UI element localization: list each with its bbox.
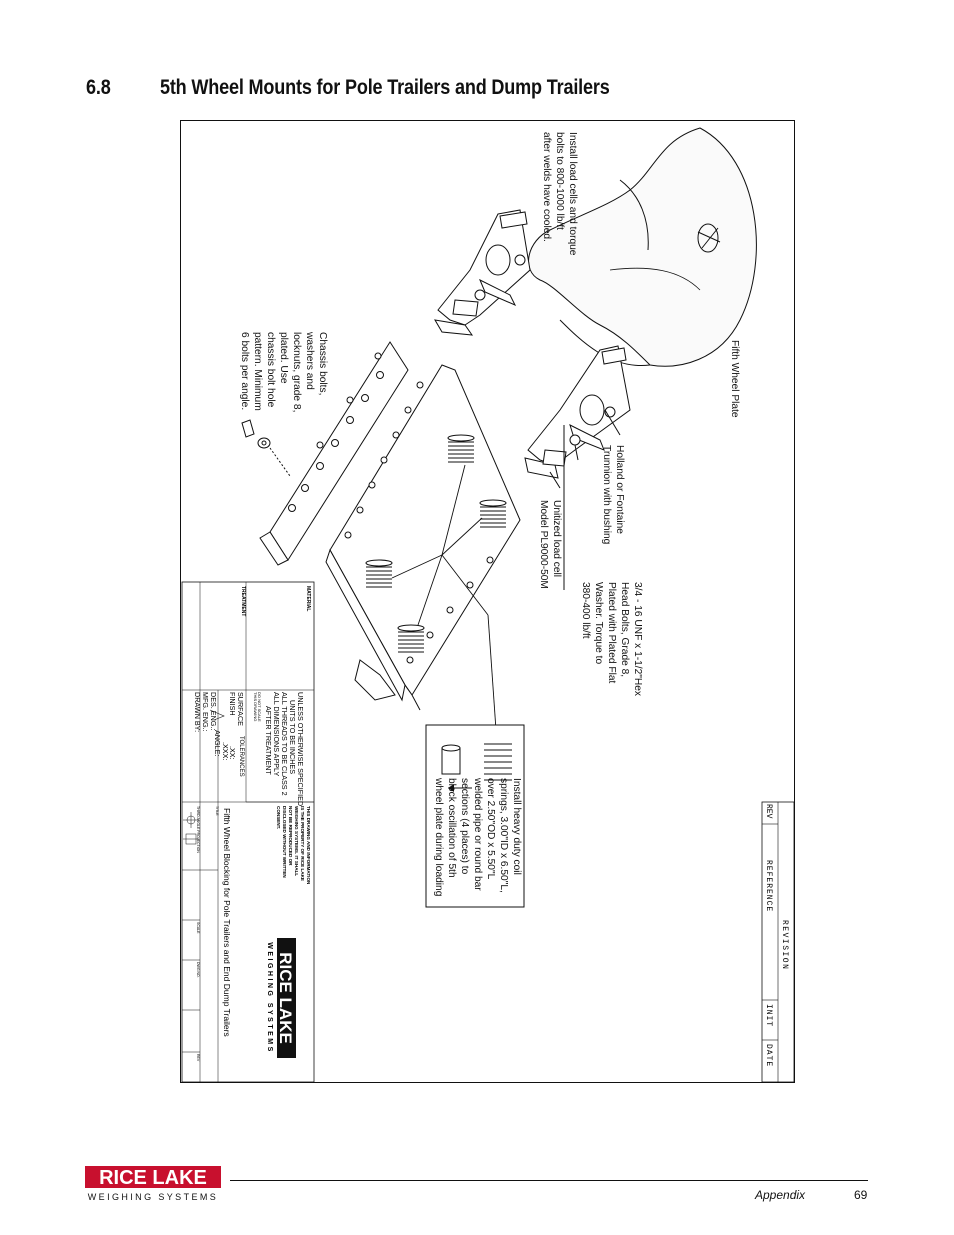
callout-install-load-cells-3: after welds have cooled. [541,132,552,242]
spring-detail-box [425,724,525,908]
chassis-bolt [241,419,291,477]
material-label: MATERIAL [305,586,311,611]
callout-springs-7: wheel plate during loading [433,777,444,897]
callout-unitized-2: Model PL9000-50M [538,500,549,589]
do-not-scale-1: DO NOT SCALE [257,692,262,722]
spring-2 [479,499,507,528]
tolerance-xx: .XX: [228,746,237,760]
footer-rule [230,1180,868,1181]
chassis-angle [259,341,409,566]
detail-pipe [441,744,461,775]
section-title: 5th Wheel Mounts for Pole Trailers and D… [159,76,610,99]
spring-3 [365,559,393,588]
unless-line-4: ALL DIMENSIONS APPLY [272,692,281,776]
callout-chassis-3: locknuts, grade 8, [291,332,302,412]
title-label: TITLE [215,806,219,816]
callout-chassis-7: 6 bolts per angle. [239,332,250,410]
section-heading: 6.8 5th Wheel Mounts for Pole Trailers an… [86,76,610,100]
callout-chassis-2: washers and [304,331,315,390]
tolerance-angle: ANGLE: [213,730,222,756]
rev-label: REV [196,1054,200,1062]
spring-arrows [391,464,497,731]
callout-springs-3: over 2.50"OD x 5.50"L [485,778,496,880]
unless-line-5: AFTER TREATMENT [264,706,273,775]
revision-rev: REV [764,804,773,819]
callout-hex-bolts-4: Washer. Torque to [593,582,604,664]
callout-chassis-1: Chassis bolts, [317,332,328,395]
logo-tagline-rotated: WEIGHING SYSTEMS [266,942,273,1054]
callout-install-load-cells-2: bolts to 800-1000 lb/ft [554,132,565,230]
tolerance-xxx: .XXX: [221,742,230,760]
callout-chassis-6: pattern. Minimum [252,332,263,411]
surface-finish-symbol [209,709,225,721]
drawing-title: Fifth Wheel Blocking for Pole Trailers a… [222,808,232,1037]
signature-mfg: MFG. ENG.: [201,692,210,732]
callout-fifth-wheel-plate: Fifth Wheel Plate [729,340,740,418]
spring-1 [447,434,476,464]
scale-label: SCALE [196,922,200,934]
logo-brand: RICE LAKE [99,1167,207,1189]
callout-springs-5: sections (4 places) to [459,778,470,875]
surface-line-2: FINISH [228,692,237,716]
callout-springs-1: Install heavy duty coil [511,778,522,875]
third-angle-label: THIRD ANGLE PROJECTION [196,806,200,853]
callout-hex-bolts-5: 380-400 lb/ft [580,582,591,639]
spring-4 [397,624,425,653]
coil-springs [365,434,507,653]
revision-date: DATE [764,1044,773,1067]
proprietary-4: NOT BE REPRODUCED OR [288,806,293,866]
proprietary-6: CONSENT. [276,806,281,829]
lower-load-cell-assembly [524,345,631,479]
logo-brand-rotated: RICE LAKE [276,952,295,1044]
signature-des: DES. ENG.: [209,692,218,730]
logo-tagline: WEIGHING SYSTEMS [88,1192,218,1202]
callout-holland-1: Holland or Fontaine [614,445,625,534]
section-number: 6.8 [86,76,111,99]
proprietary-1: THIS DRAWING AND INFORMATION [306,806,311,885]
proprietary-5: DISCLOSED WITHOUT WRITTEN [282,806,287,878]
do-not-scale-2: THIS DRAWING [253,692,258,721]
callout-hex-bolts-2: Head Bolts, Grade 8, [619,582,630,677]
callout-hex-bolts-3: Plated with Plated Flat [606,582,617,684]
unless-line-1: UNLESS OTHERWISE SPECIFIED [296,692,305,806]
proprietary-2: IS THE PROPERTY OF RICE LAKE [300,806,305,881]
callout-chassis-5: chassis bolt hole [265,332,276,408]
callout-install-load-cells-1: Install load cells and torque [567,132,578,256]
revision-init: INIT [764,1004,773,1027]
callout-springs-6: block oscillation of 5th [446,778,457,878]
detail-spring [484,743,512,781]
proprietary-3: WEIGHING SYSTEMS. IT SHALL [294,806,299,876]
callout-hex-bolts-1: 3/4 - 16 UNF x 1-1/2"Hex [632,582,643,696]
revision-block: REVISION REV REFERENCE INIT DATE [761,801,795,1083]
revision-title: REVISION [780,920,789,970]
drawing-frame [180,120,795,1083]
treatment-label: TREATMENT [240,586,246,616]
dwg-label: DWG NO. [196,962,200,978]
callout-chassis-4: plated. Use [278,332,289,384]
callout-unitized-1: Unitized load cell [551,500,562,577]
callout-holland-2: Trunnion with bushing [601,445,612,545]
surface-line-1: SURFACE [236,692,245,726]
signature-drawn: DRAWN BY: [193,692,202,732]
fifth-wheel-plate-illustration [528,127,757,367]
engineering-drawing: REVISION REV REFERENCE INIT DATE MATERIA… [180,120,795,1083]
rice-lake-logo-rotated: RICE LAKE WEIGHING SYSTEMS [266,938,296,1058]
unless-line-2: UNITS TO BE INCHES [288,700,297,774]
callout-springs-4: welded pipe or round bar [472,777,483,891]
leader-lines [549,409,621,590]
callout-springs-2: springs, 3.00"ID x 6.50"L, [498,778,509,893]
footer-page-number: 69 [854,1188,868,1202]
footer-section-name: Appendix [755,1188,806,1202]
tolerances-title: TOLERANCES [238,736,244,777]
unless-line-3: ALL THREADS TO BE CLASS 2 [280,692,289,796]
third-angle-projection-icon [183,812,199,845]
upper-load-cell-assembly [434,209,531,336]
title-block: MATERIAL TREATMENT UNLESS OTHERWISE SPEC… [181,581,315,1083]
revision-reference: REFERENCE [764,860,773,912]
rice-lake-logo: RICE LAKE WEIGHING SYSTEMS [85,1166,221,1202]
